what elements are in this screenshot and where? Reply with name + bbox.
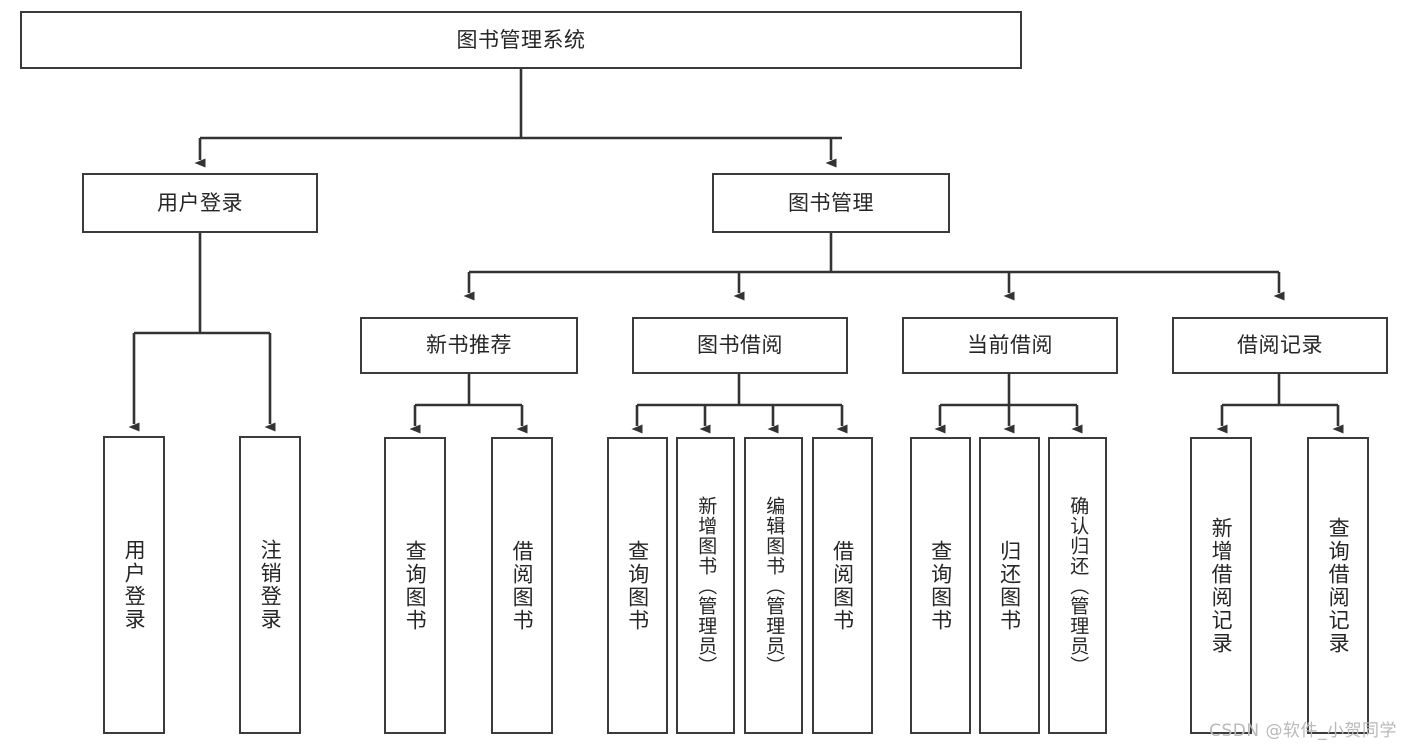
node-book-borrowing[interactable]: 图书借阅 xyxy=(632,317,848,374)
node-root-book-management-system[interactable]: 图书管理系统 xyxy=(20,11,1022,69)
node-label: 图书借阅 xyxy=(697,333,783,358)
node-leaf-new-book-query-books[interactable]: 查询图书 xyxy=(384,437,446,734)
node-label: 查询借阅记录 xyxy=(1326,516,1351,655)
node-label: 新书推荐 xyxy=(426,333,512,358)
node-label: 归还图书 xyxy=(997,539,1022,632)
node-book-management[interactable]: 图书管理 xyxy=(712,173,950,233)
watermark-csdn: CSDN @软件_小贺同学 xyxy=(1209,721,1397,741)
node-current-borrowing[interactable]: 当前借阅 xyxy=(902,317,1118,374)
node-leaf-book-borrow-add-book-admin[interactable]: 新增图书（管理员） xyxy=(676,437,735,734)
node-label: 图书管理系统 xyxy=(456,27,586,52)
node-label: 查询图书 xyxy=(928,539,953,632)
node-label: 新增图书（管理员） xyxy=(695,495,718,676)
node-label: 借阅图书 xyxy=(830,539,855,632)
node-label: 借阅图书 xyxy=(510,539,535,632)
node-leaf-borrow-record-query-record[interactable]: 查询借阅记录 xyxy=(1307,437,1369,734)
node-leaf-current-borrow-query-books[interactable]: 查询图书 xyxy=(910,437,971,734)
node-label: 新增借阅记录 xyxy=(1209,516,1234,655)
node-label: 编辑图书（管理员） xyxy=(763,495,786,676)
node-label: 确认归还（管理员） xyxy=(1067,495,1090,676)
node-leaf-book-borrow-borrow-books[interactable]: 借阅图书 xyxy=(812,437,873,734)
node-new-book-recommendation[interactable]: 新书推荐 xyxy=(360,317,578,374)
node-label: 借阅记录 xyxy=(1237,333,1323,358)
node-label: 查询图书 xyxy=(625,539,650,632)
node-leaf-book-borrow-query-books[interactable]: 查询图书 xyxy=(607,437,668,734)
node-label: 注销登录 xyxy=(258,539,283,631)
node-leaf-user-login-login[interactable]: 用户登录 xyxy=(103,436,165,734)
node-label: 图书管理 xyxy=(788,190,874,215)
node-leaf-new-book-borrow-books[interactable]: 借阅图书 xyxy=(491,437,553,734)
node-leaf-current-borrow-confirm-return-admin[interactable]: 确认归还（管理员） xyxy=(1048,437,1107,734)
node-label: 当前借阅 xyxy=(967,333,1053,358)
node-leaf-book-borrow-edit-book-admin[interactable]: 编辑图书（管理员） xyxy=(744,437,803,734)
node-label: 查询图书 xyxy=(403,539,428,632)
node-user-login[interactable]: 用户登录 xyxy=(82,173,318,233)
node-leaf-borrow-record-add-record[interactable]: 新增借阅记录 xyxy=(1190,437,1252,734)
node-borrowing-records[interactable]: 借阅记录 xyxy=(1172,317,1388,374)
node-label: 用户登录 xyxy=(157,190,243,215)
node-leaf-user-login-logout[interactable]: 注销登录 xyxy=(239,436,301,734)
node-label: 用户登录 xyxy=(122,539,147,631)
node-leaf-current-borrow-return-books[interactable]: 归还图书 xyxy=(979,437,1040,734)
